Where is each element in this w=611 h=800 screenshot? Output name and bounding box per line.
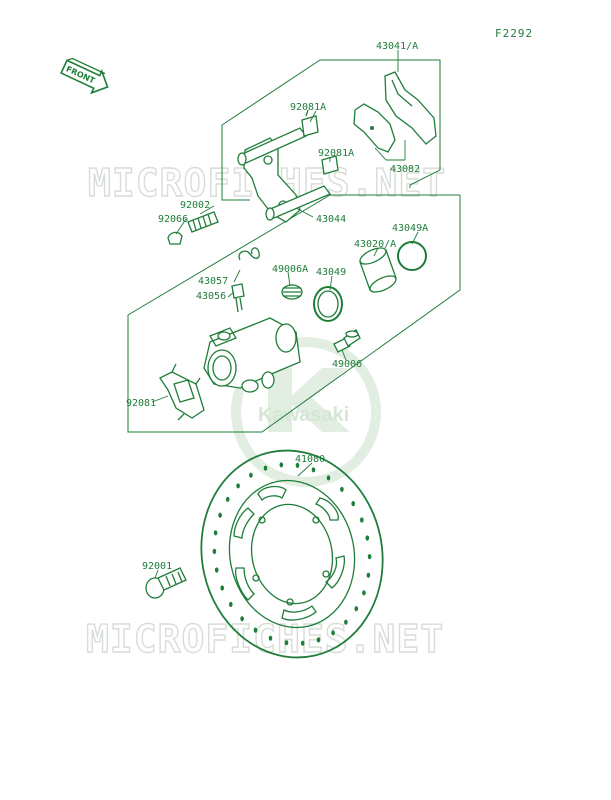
disc-vent-hole — [362, 590, 366, 596]
disc-vent-hole — [351, 501, 356, 507]
brake-disc — [200, 449, 384, 659]
front-arrow-icon: FRONT — [60, 57, 109, 95]
disc-vent-hole — [340, 486, 344, 492]
disc-vent-hole — [316, 637, 321, 643]
label-43020a: 43020/A — [354, 239, 396, 250]
disc-vent-hole — [326, 475, 331, 481]
label-43056: 43056 — [196, 291, 226, 302]
kawasaki-logo: Kawasaki — [231, 337, 381, 487]
disc-vent-hole — [331, 630, 335, 636]
dust-seal — [397, 241, 427, 271]
pad-spring-lower — [321, 155, 339, 175]
label-92081a-lower: 92081A — [318, 148, 354, 159]
bleeder-valve — [231, 283, 245, 313]
brake-pad-outer — [384, 71, 437, 145]
label-43049a: 43049A — [392, 223, 428, 234]
leader-lines — [151, 50, 419, 579]
piston-spring — [281, 284, 303, 300]
label-49006a: 49006A — [272, 264, 308, 275]
label-43049: 43049 — [316, 267, 346, 278]
disc-mounting-bolt — [145, 567, 187, 599]
rubber-cap — [167, 231, 183, 245]
label-43082: 43082 — [390, 164, 420, 175]
label-49006: 49006 — [332, 359, 362, 370]
disc-vent-hole — [284, 640, 289, 646]
disc-vent-hole — [214, 567, 219, 573]
kawasaki-logo-text: Kawasaki — [258, 404, 349, 426]
brake-disc-vent-holes — [212, 462, 372, 646]
disc-vent-hole — [344, 619, 348, 625]
disc-vent-hole — [225, 496, 230, 502]
disc-vent-hole — [295, 462, 300, 468]
assembly-frame-upper — [221, 59, 441, 201]
pad-spring-lower-clip — [159, 363, 205, 421]
disc-vent-hole — [218, 512, 222, 518]
bleeder-cap — [238, 247, 260, 261]
disc-vent-hole — [229, 601, 233, 608]
disc-vent-hole — [367, 554, 372, 560]
brake-pad-inner — [353, 103, 396, 153]
disc-vent-hole — [213, 530, 218, 536]
label-43057: 43057 — [198, 276, 228, 287]
bracket-pin-bolt — [187, 211, 219, 233]
caliper-bracket — [237, 127, 332, 223]
disc-vent-hole — [360, 517, 364, 523]
disc-vent-hole — [212, 548, 217, 555]
disc-vent-hole — [300, 640, 305, 646]
label-43041a: 43041/A — [376, 41, 418, 52]
disc-vent-hole — [236, 483, 240, 489]
label-43044: 43044 — [316, 214, 346, 225]
disc-vent-hole — [263, 465, 268, 471]
disc-vent-hole — [365, 535, 370, 541]
disc-vent-hole — [253, 627, 258, 633]
caliper-piston — [359, 247, 397, 293]
piston-seal — [313, 286, 343, 322]
caliper-body — [203, 317, 301, 393]
figure-code: F2292 — [495, 27, 533, 40]
disc-vent-hole — [249, 472, 253, 478]
assembly-frame-main — [127, 194, 461, 433]
label-92002: 92002 — [180, 200, 210, 211]
disc-vent-hole — [311, 467, 316, 473]
caliper-slide-pin — [333, 329, 361, 353]
disc-vent-hole — [366, 572, 371, 578]
pad-spring-upper — [301, 109, 319, 137]
label-92066: 92066 — [158, 214, 188, 225]
label-92001: 92001 — [142, 561, 172, 572]
label-41080: 41080 — [295, 454, 325, 465]
watermark-bottom: MICROFICHES.NET — [86, 617, 444, 661]
disc-vent-hole — [268, 635, 273, 641]
disc-vent-hole — [354, 606, 359, 612]
disc-vent-hole — [220, 585, 224, 591]
label-92081a-upper: 92081A — [290, 102, 326, 113]
disc-vent-hole — [279, 462, 284, 468]
disc-vent-hole — [240, 616, 244, 622]
label-92081: 92081 — [126, 398, 156, 409]
